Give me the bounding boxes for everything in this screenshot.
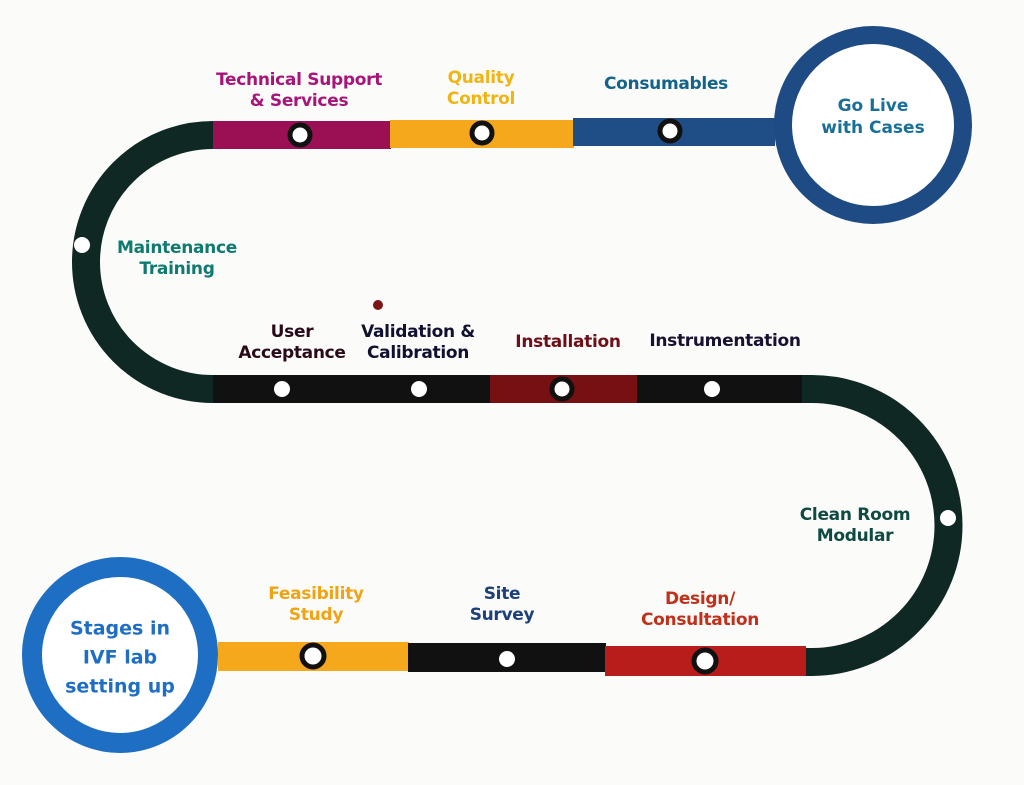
start-line-1: Stages in [69,617,171,640]
segment-user-acceptance [213,375,491,403]
label-line: & Services [249,91,349,111]
start-line-2: IVF lab [82,646,158,669]
label-line: Instrumentation [649,331,801,351]
node-design[interactable] [691,647,719,675]
node-feasibility[interactable] [299,642,327,670]
go-live-label: Go Live with Cases [821,95,924,139]
start-circle [22,557,218,753]
track-curve-left [72,121,214,403]
go-live-line-2: with Cases [821,118,925,138]
start-circle-label: Stages in IVF lab setting up [65,615,175,702]
label-line: Consumables [603,74,729,94]
label-line: Technical Support [215,70,383,90]
label-line: Training [139,259,215,279]
label-line: Control [446,89,516,109]
label-line: Consultation [640,610,760,630]
label-line: Acceptance [238,343,346,363]
label-line: Maintenance [117,238,237,258]
label-design: Design/Consultation [641,589,759,631]
node-clean-room[interactable] [940,510,956,526]
decorative-dot [373,300,383,310]
label-validation: Validation &Calibration [361,322,475,364]
node-maintenance[interactable] [74,237,90,253]
node-technical-support[interactable] [287,122,313,148]
label-line: Survey [469,605,535,625]
label-line: Modular [816,526,894,546]
label-line: Calibration [366,343,470,363]
label-line: Site [483,584,521,604]
node-consumables[interactable] [657,118,683,144]
label-line: Installation [515,332,621,352]
node-installation[interactable] [549,376,575,402]
go-live-line-1: Go Live [837,96,909,116]
label-line: Design/ [665,589,735,609]
node-validation[interactable] [411,381,427,397]
label-technical-support: Technical Support& Services [216,70,382,112]
node-user-acceptance[interactable] [274,381,290,397]
label-installation: Installation [515,332,621,353]
node-instrumentation[interactable] [704,381,720,397]
label-line: Quality [447,68,515,88]
label-line: Feasibility [268,584,364,604]
node-quality-control[interactable] [469,120,495,146]
label-line: Clean Room [799,505,911,525]
go-live-circle [774,26,972,224]
label-consumables: Consumables [604,74,728,95]
label-line: Study [288,605,344,625]
label-instrumentation: Instrumentation [649,331,801,352]
label-line: User [270,322,314,342]
node-site-survey[interactable] [499,651,515,667]
label-line: Validation & [361,322,475,342]
start-line-3: setting up [65,675,175,698]
